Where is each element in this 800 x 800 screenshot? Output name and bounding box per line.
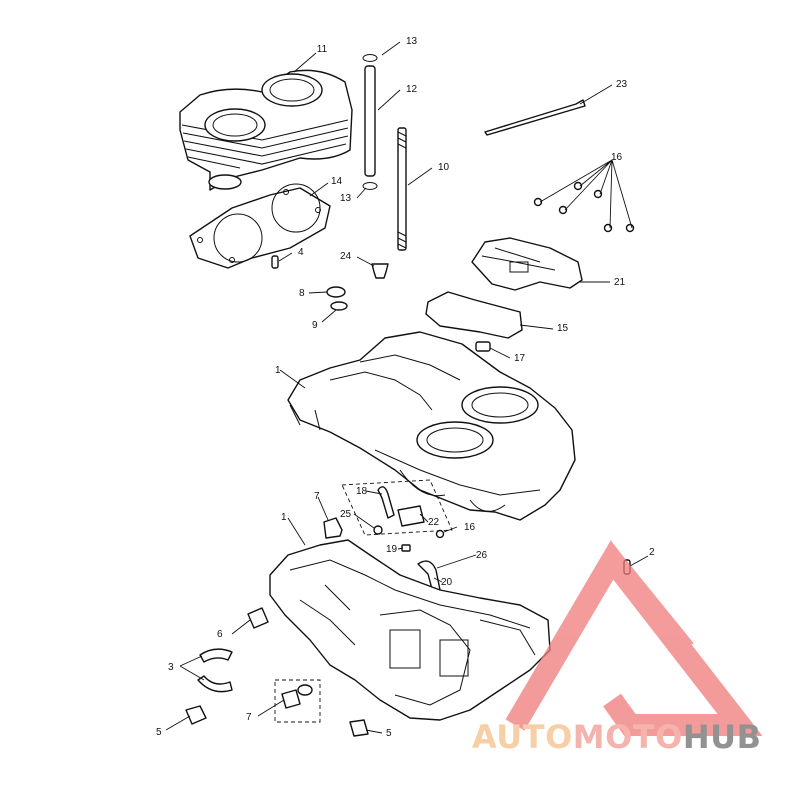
callout-11: 11 (317, 44, 328, 55)
watermark-moto: MOTO (573, 718, 683, 756)
callout-13-lower: 13 (340, 193, 352, 204)
callout-22: 22 (428, 517, 440, 528)
callout-15: 15 (557, 323, 569, 334)
filler-plug (326, 286, 346, 298)
upper-crankcase (287, 331, 576, 521)
crank-bush-set (274, 679, 321, 723)
callout-9: 9 (312, 320, 318, 331)
callout-19: 19 (386, 544, 398, 555)
breather-housing (471, 237, 583, 291)
dipstick (484, 99, 586, 136)
bearing-shell-upper (199, 648, 233, 663)
cover-gasket (425, 291, 523, 339)
callout-25: 25 (340, 509, 352, 520)
callout-1-upper: 1 (275, 365, 281, 376)
cylinder-stud (397, 127, 407, 251)
bearing-shell-lower (197, 675, 233, 693)
watermark-triangle (505, 540, 763, 736)
oil-plug (371, 263, 389, 279)
callout-8: 8 (299, 288, 305, 299)
oil-feed-tube (362, 54, 378, 190)
main-bush (247, 607, 269, 629)
callout-21: 21 (614, 277, 626, 288)
callout-17: 17 (514, 353, 526, 364)
callout-20: 20 (441, 577, 453, 588)
callout-labels: 11 13 12 23 16 10 13 14 4 24 21 8 9 15 1… (156, 36, 655, 739)
dowel-pin (271, 255, 279, 269)
cylinder-block (179, 69, 353, 191)
callout-6: 6 (217, 629, 223, 640)
callout-18: 18 (356, 486, 368, 497)
callout-24: 24 (340, 251, 352, 262)
callout-12: 12 (406, 84, 418, 95)
bolt-set (533, 181, 635, 233)
callout-14: 14 (331, 176, 343, 187)
base-gasket (189, 183, 331, 269)
callout-5-right: 5 (386, 728, 392, 739)
callout-7-upper: 7 (314, 491, 320, 502)
callout-7-lower: 7 (246, 712, 252, 723)
crank-bush (323, 517, 343, 539)
watermark-auto: AUTO (472, 718, 573, 756)
seal-washer (330, 301, 348, 311)
watermark-logo: AUTOMOTOHUB (472, 540, 763, 756)
lower-crankcase (269, 539, 551, 721)
callout-4: 4 (298, 247, 304, 258)
oil-jet (401, 544, 411, 552)
blanking-plug (475, 341, 491, 352)
callout-16-mid: 16 (464, 522, 476, 533)
plug-25 (373, 525, 383, 535)
callout-16-top: 16 (611, 152, 623, 163)
svg-text:AUTOMOTOHUB: AUTOMOTOHUB (472, 718, 762, 756)
callout-2: 2 (649, 547, 655, 558)
callout-1-lower: 1 (281, 512, 287, 523)
callout-26: 26 (476, 550, 488, 561)
callout-3: 3 (168, 662, 174, 673)
callout-23: 23 (616, 79, 628, 90)
breather-pipe-group (341, 479, 453, 536)
callout-10: 10 (438, 162, 450, 173)
sump-plug-right (349, 719, 369, 737)
bolt-16b (435, 529, 445, 539)
leader-lines (165, 41, 649, 734)
callout-13-top: 13 (406, 36, 418, 47)
watermark-hub: HUB (683, 718, 762, 756)
sump-plug-left (185, 705, 207, 725)
callout-5-left: 5 (156, 727, 162, 738)
